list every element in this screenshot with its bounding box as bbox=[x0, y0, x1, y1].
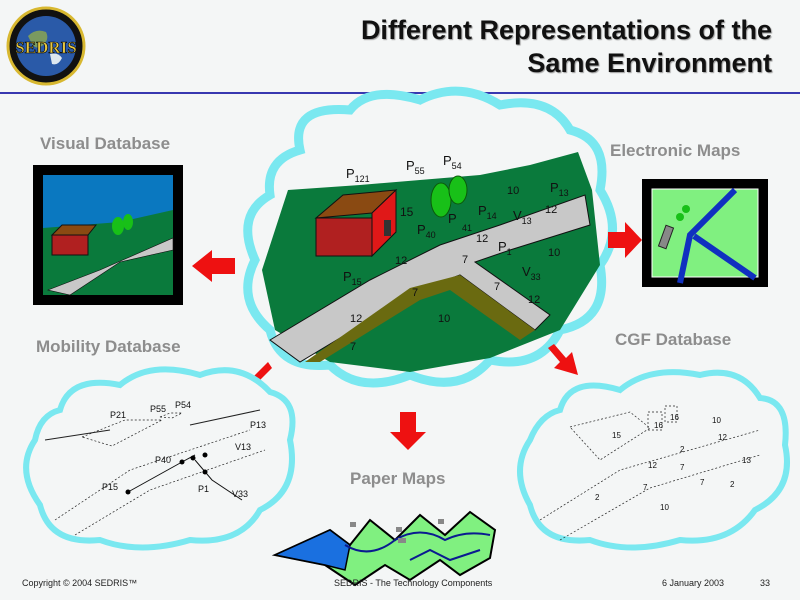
road-shoulder bbox=[305, 275, 535, 362]
page-number: 33 bbox=[760, 578, 771, 588]
svg-text:16: 16 bbox=[654, 421, 663, 430]
label-cgf-database: CGF Database bbox=[615, 330, 732, 349]
svg-text:P13: P13 bbox=[250, 420, 266, 430]
title-line-1: Different Representations of the bbox=[360, 15, 772, 45]
title-line-2: Same Environment bbox=[527, 48, 772, 78]
svg-text:10: 10 bbox=[712, 416, 721, 425]
svg-text:12: 12 bbox=[545, 204, 557, 216]
arrow-down-right-icon bbox=[548, 344, 578, 375]
svg-text:P: P bbox=[448, 211, 457, 226]
svg-text:12: 12 bbox=[528, 294, 540, 306]
svg-text:SEDRIS: SEDRIS bbox=[15, 38, 76, 57]
svg-text:12: 12 bbox=[648, 461, 657, 470]
arrow-left-icon bbox=[192, 250, 235, 282]
svg-text:10: 10 bbox=[548, 247, 560, 259]
arrow-down-icon bbox=[390, 412, 426, 450]
svg-text:P1: P1 bbox=[198, 484, 209, 494]
label-visual-database: Visual Database bbox=[40, 134, 171, 153]
svg-text:41: 41 bbox=[462, 223, 472, 233]
svg-text:15: 15 bbox=[612, 431, 621, 440]
arrow-right-icon bbox=[608, 222, 642, 258]
label-mobility-database: Mobility Database bbox=[36, 337, 181, 356]
svg-text:V33: V33 bbox=[232, 489, 248, 499]
svg-text:2: 2 bbox=[595, 493, 600, 502]
label-electronic-maps: Electronic Maps bbox=[610, 141, 741, 160]
svg-text:13: 13 bbox=[742, 456, 751, 465]
svg-text:16: 16 bbox=[670, 413, 679, 422]
building-front bbox=[315, 217, 373, 257]
svg-text:P54: P54 bbox=[175, 400, 191, 410]
sedris-logo: SEDRIS bbox=[6, 6, 86, 86]
svg-text:12: 12 bbox=[718, 433, 727, 442]
footer-center: SEDRIS - The Technology Components bbox=[334, 578, 493, 588]
svg-text:7: 7 bbox=[462, 254, 468, 266]
svg-text:P15: P15 bbox=[102, 482, 118, 492]
svg-text:7: 7 bbox=[412, 287, 418, 299]
tree-icon bbox=[448, 175, 468, 205]
svg-text:P55: P55 bbox=[150, 404, 166, 414]
svg-text:7: 7 bbox=[700, 478, 705, 487]
svg-text:10: 10 bbox=[507, 185, 519, 197]
svg-text:P40: P40 bbox=[155, 455, 171, 465]
footer-date: 6 January 2003 bbox=[662, 578, 725, 588]
center-cloud: P121 P55 P54 15 10 P13 P14 P40 P 41 12 V… bbox=[243, 86, 617, 388]
svg-text:15: 15 bbox=[400, 205, 414, 219]
label-paper-maps: Paper Maps bbox=[350, 469, 446, 488]
cgf-cloud: 15 16 16 10 12 13 12 2 7 10 2 7 7 2 bbox=[517, 369, 790, 551]
footer-copyright: Copyright © 2004 SEDRIS™ bbox=[22, 578, 138, 588]
electronic-map-image bbox=[642, 179, 768, 287]
svg-text:10: 10 bbox=[438, 313, 450, 325]
visual-database-image bbox=[33, 165, 183, 305]
svg-text:2: 2 bbox=[730, 480, 735, 489]
svg-text:2: 2 bbox=[680, 445, 685, 454]
svg-text:P21: P21 bbox=[110, 410, 126, 420]
svg-text:7: 7 bbox=[643, 483, 648, 492]
svg-text:10: 10 bbox=[660, 503, 669, 512]
paper-map-image bbox=[271, 510, 497, 587]
svg-text:12: 12 bbox=[395, 255, 407, 267]
tree-icon bbox=[430, 182, 452, 218]
svg-text:12: 12 bbox=[476, 233, 488, 245]
svg-text:V13: V13 bbox=[235, 442, 251, 452]
globe-icon: SEDRIS bbox=[6, 6, 86, 86]
page-title: Different Representations of the Same En… bbox=[361, 14, 772, 80]
svg-text:7: 7 bbox=[494, 281, 500, 293]
svg-text:12: 12 bbox=[350, 313, 362, 325]
svg-text:7: 7 bbox=[350, 341, 356, 353]
building-door bbox=[384, 220, 391, 236]
svg-text:7: 7 bbox=[680, 463, 685, 472]
